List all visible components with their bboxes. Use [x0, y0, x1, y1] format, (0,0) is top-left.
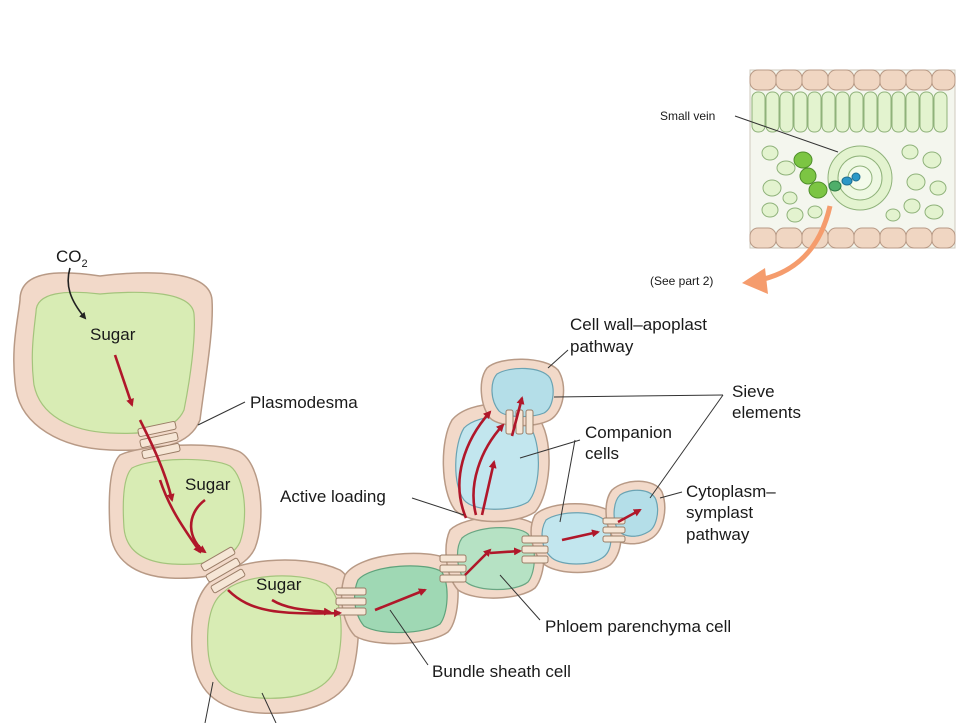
palisade-layer [751, 91, 948, 133]
leader-lines [197, 349, 724, 723]
apoplast-pathway-label-line1: Cell wall–apoplast [570, 315, 707, 334]
arrow-sugar-3-curve [271, 598, 332, 616]
lower-epidermis [749, 227, 956, 249]
arrow-mesophyll-2 [158, 479, 202, 554]
arrow-to-sieve-lower [617, 508, 642, 524]
arrow-apoplast-1 [458, 410, 492, 519]
arrow-to-sieve-upper [510, 396, 525, 437]
sugar-label-3: Sugar [256, 575, 302, 594]
symplast-pathway-label-line2: symplast [686, 503, 753, 522]
arrow-through-plasmodesma-1 [138, 419, 175, 502]
plasmodesma-3 [335, 587, 367, 616]
co2-label: CO2 [56, 247, 88, 270]
sieve-element-upper [480, 358, 565, 427]
companion-cells-label-line2: cells [585, 444, 619, 463]
leaf-cross-section-inset: Small vein (See part 2) [650, 69, 956, 294]
see-part-2-label: (See part 2) [650, 274, 713, 288]
spongy-mesophyll [761, 144, 947, 223]
plasmodesma-2 [200, 546, 246, 594]
arrow-apoplast-3 [480, 460, 497, 516]
active-loading-label: Active loading [280, 487, 386, 506]
sieve-elements-label-line1: Sieve [732, 382, 775, 401]
apoplast-pathway-label-line2: pathway [570, 337, 634, 356]
sugar-label-2: Sugar [185, 475, 231, 494]
arrow-apoplast-2 [472, 423, 505, 516]
mesophyll-cell-top [13, 272, 214, 452]
plasmodesma-7 [602, 517, 626, 543]
arrow-to-parenchyma [464, 548, 492, 576]
plasmodesma-5 [505, 409, 534, 435]
see-part-2-callout-arrow [759, 205, 833, 283]
mesophyll-cell-bottom [190, 559, 360, 714]
arrow-bundle-sheath [374, 588, 427, 612]
mesophyll-cell-middle [108, 444, 262, 579]
plasmodesma-6 [521, 535, 549, 564]
symplast-pathway-label-line3: pathway [686, 525, 750, 544]
companion-cells-label-line1: Companion [585, 423, 672, 442]
sugar-transport-arrows [113, 354, 642, 618]
arrow-parenchyma-to-companion [489, 547, 522, 556]
plasmodesma-label: Plasmodesma [250, 393, 358, 412]
plasmodesma-4 [439, 554, 467, 583]
phloem-parenchyma-cell [445, 516, 545, 599]
phloem-parenchyma-label: Phloem parenchyma cell [545, 617, 731, 636]
arrow-mesophyll-1 [113, 354, 134, 407]
sugar-label-1: Sugar [90, 325, 136, 344]
small-vein-leader [734, 115, 839, 153]
symplast-pathway-label-line1: Cytoplasm– [686, 482, 776, 501]
sieve-elements-label-line2: elements [732, 403, 801, 422]
co2-input-arrow [67, 267, 87, 320]
bundle-sheath-label: Bundle sheath cell [432, 662, 571, 681]
small-vein-bundle [793, 145, 893, 211]
arrow-into-mesophyll-3 [227, 589, 342, 618]
labels: CO2 Sugar Sugar Sugar Plasmodesma Active… [56, 247, 801, 681]
see-part-2-arrowhead [742, 268, 768, 294]
upper-epidermis [749, 69, 956, 91]
arrow-companion-symplast [561, 529, 600, 542]
small-vein-label: Small vein [660, 109, 715, 123]
